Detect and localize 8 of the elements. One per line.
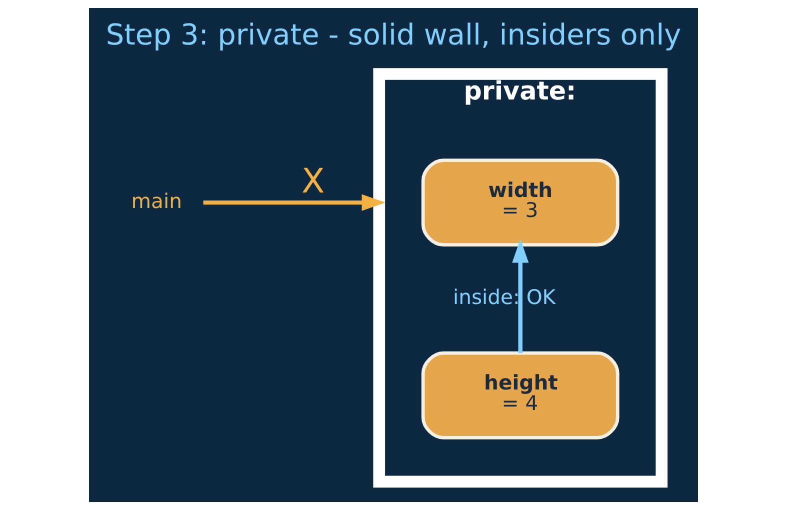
edge-label: inside: OK bbox=[452, 285, 556, 310]
arrow bbox=[203, 194, 386, 211]
node-text: main bbox=[131, 188, 182, 213]
diagram-title: Step 3: private - solid wall, insiders only bbox=[106, 18, 682, 52]
arrow bbox=[512, 239, 529, 354]
node-box: height = 4 bbox=[421, 351, 620, 440]
edge-label: X bbox=[302, 161, 325, 200]
node-box: width = 3 bbox=[421, 158, 620, 247]
